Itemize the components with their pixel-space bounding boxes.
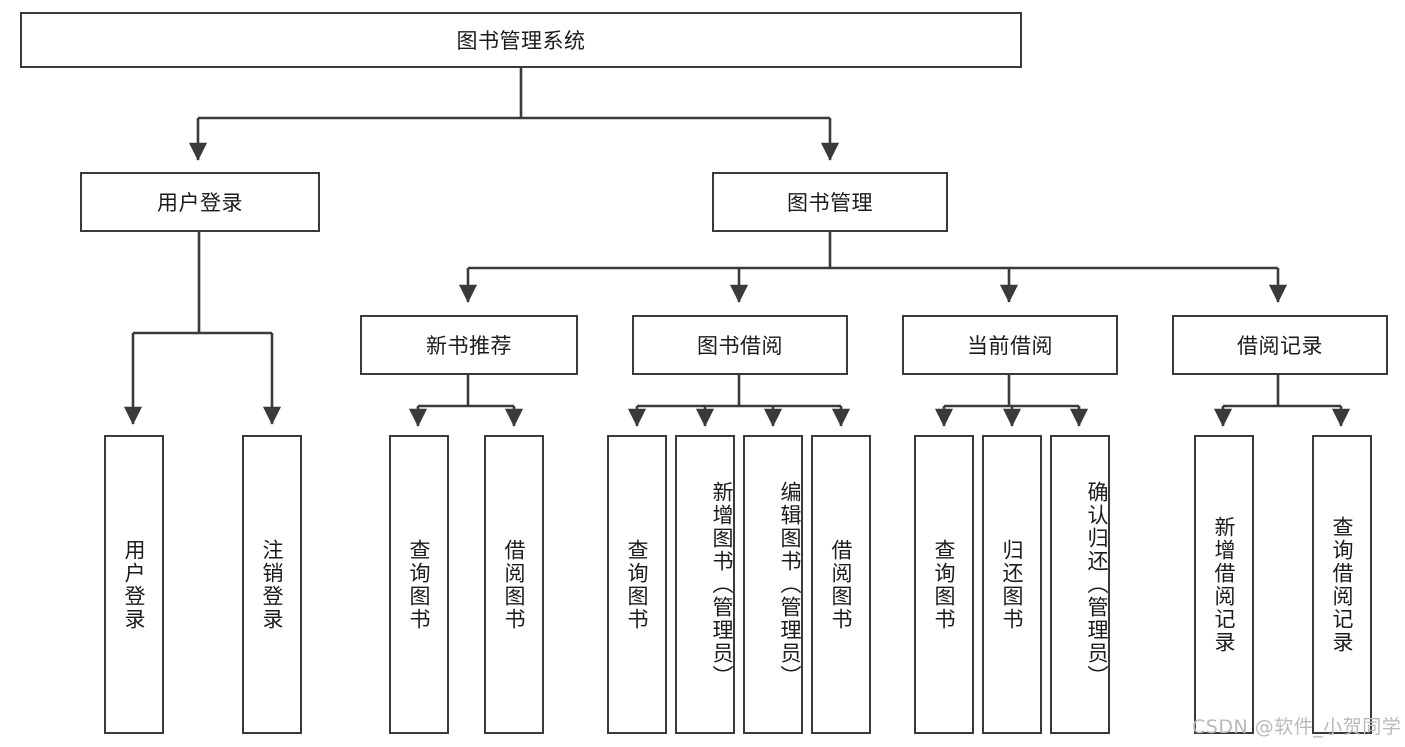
watermark: CSDN @软件_小贺同学 <box>1192 716 1402 738</box>
node-label: 编辑图书（管理员） <box>778 481 802 688</box>
node-book-management[interactable]: 图书管理 <box>712 172 948 232</box>
leaf-new-book-query[interactable]: 查询图书 <box>389 435 449 734</box>
node-label: 用户登录 <box>122 538 147 631</box>
node-root-system[interactable]: 图书管理系统 <box>20 12 1022 68</box>
leaf-book-borrow-edit[interactable]: 编辑图书（管理员） <box>743 435 803 734</box>
node-label: 新增借阅记录 <box>1212 515 1237 654</box>
leaf-borrow-record-query[interactable]: 查询借阅记录 <box>1312 435 1372 734</box>
leaf-book-borrow-add[interactable]: 新增图书（管理员） <box>675 435 735 734</box>
leaf-borrow-record-add[interactable]: 新增借阅记录 <box>1194 435 1254 734</box>
leaf-current-borrow-query[interactable]: 查询图书 <box>914 435 974 734</box>
leaf-user-login-logout[interactable]: 注销登录 <box>242 435 302 734</box>
node-label: 图书管理系统 <box>456 29 586 53</box>
node-book-borrow[interactable]: 图书借阅 <box>632 315 848 375</box>
node-current-borrow[interactable]: 当前借阅 <box>902 315 1118 375</box>
node-new-book-recommend[interactable]: 新书推荐 <box>360 315 578 375</box>
node-label: 借阅图书 <box>829 538 854 631</box>
node-label: 查询图书 <box>625 538 650 631</box>
node-label: 查询图书 <box>932 538 957 631</box>
node-label: 新书推荐 <box>426 334 512 358</box>
leaf-book-borrow-query[interactable]: 查询图书 <box>607 435 667 734</box>
node-label: 用户登录 <box>157 191 243 215</box>
node-borrow-record[interactable]: 借阅记录 <box>1172 315 1388 375</box>
node-label: 归还图书 <box>1000 538 1025 631</box>
leaf-current-borrow-return[interactable]: 归还图书 <box>982 435 1042 734</box>
leaf-user-login-login[interactable]: 用户登录 <box>104 435 164 734</box>
node-label: 图书管理 <box>787 191 873 215</box>
leaf-new-book-borrow[interactable]: 借阅图书 <box>484 435 544 734</box>
node-label: 借阅图书 <box>502 538 527 631</box>
node-label: 查询图书 <box>407 538 432 631</box>
node-label: 确认归还（管理员） <box>1085 481 1109 688</box>
node-label: 注销登录 <box>260 538 285 631</box>
node-label: 当前借阅 <box>967 334 1053 358</box>
leaf-current-borrow-confirm-return[interactable]: 确认归还（管理员） <box>1050 435 1110 734</box>
node-label: 借阅记录 <box>1237 334 1323 358</box>
node-label: 查询借阅记录 <box>1330 515 1355 654</box>
node-label: 新增图书（管理员） <box>710 481 734 688</box>
leaf-book-borrow-borrow[interactable]: 借阅图书 <box>811 435 871 734</box>
node-user-login[interactable]: 用户登录 <box>80 172 320 232</box>
node-label: 图书借阅 <box>697 334 783 358</box>
